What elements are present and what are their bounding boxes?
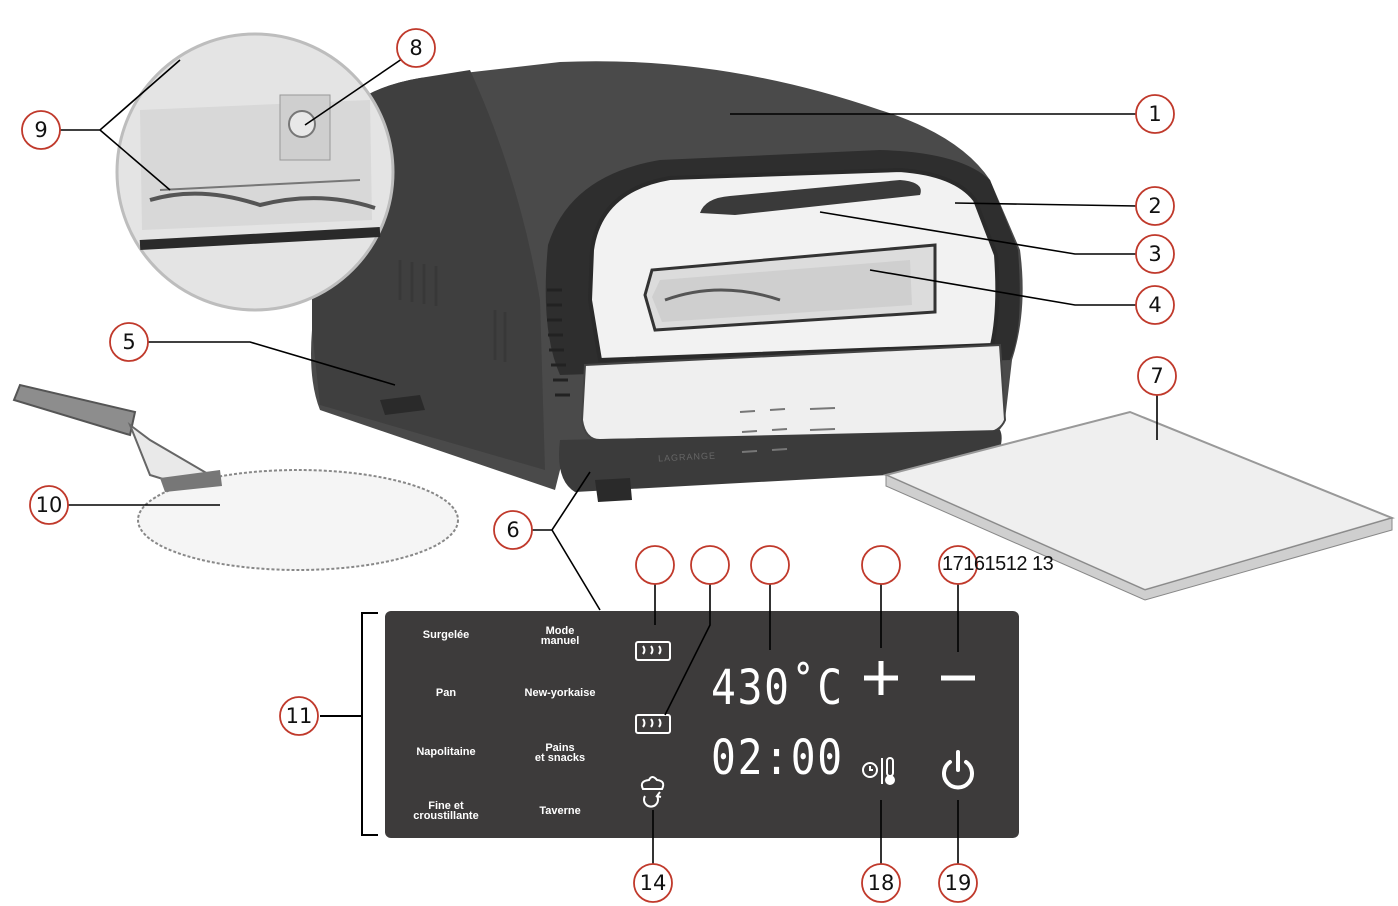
- callout-3: 3: [1148, 242, 1162, 266]
- mode-bracket: [320, 612, 378, 836]
- power-icon: [942, 750, 974, 790]
- callout-18: 18: [867, 871, 895, 895]
- callout-rings: [21, 28, 1177, 903]
- mode-manuel[interactable]: Mode manuel: [540, 625, 580, 647]
- callout-4: 4: [1148, 293, 1162, 317]
- callout-5: 5: [122, 330, 136, 354]
- mode-new-yorkaise[interactable]: New-yorkaise: [524, 687, 596, 699]
- callout-11: 11: [285, 704, 313, 728]
- mode-surgelee[interactable]: Surgelée: [422, 629, 470, 641]
- callout-8: 8: [409, 36, 423, 60]
- mode-pan[interactable]: Pan: [435, 687, 457, 699]
- control-panel: [385, 611, 1019, 838]
- leader-lines: [60, 47, 1158, 865]
- oven-body: [311, 61, 1023, 502]
- chef-hat-cycle-icon: [640, 776, 665, 808]
- callout-14: 14: [639, 871, 667, 895]
- plus-icon: [864, 661, 898, 695]
- time-display: 02:00: [711, 730, 844, 786]
- callout-2: 2: [1148, 194, 1162, 218]
- callout-10: 10: [35, 493, 63, 517]
- mode-napolitaine[interactable]: Napolitaine: [416, 746, 476, 758]
- callout-row-labels: 17161512 13: [942, 553, 1054, 575]
- pizza-peel: [12, 383, 459, 571]
- mode-pains-snacks[interactable]: Pains et snacks: [534, 742, 586, 764]
- mode-fine-croustillante[interactable]: Fine et croustillante: [413, 800, 479, 822]
- mode-taverne[interactable]: Taverne: [539, 805, 581, 817]
- pizza-stone: [882, 410, 1396, 601]
- clock-thermometer-icon: [862, 757, 895, 785]
- temperature-display: 430˚C: [711, 660, 844, 716]
- callout-19: 19: [944, 871, 972, 895]
- heat-lower-icon: [635, 714, 671, 734]
- heat-upper-icon: [635, 641, 671, 661]
- callout-9: 9: [34, 118, 48, 142]
- magnifier-detail: [115, 32, 395, 312]
- callout-6: 6: [506, 518, 520, 542]
- callout-7: 7: [1150, 364, 1164, 388]
- callout-1: 1: [1148, 102, 1162, 126]
